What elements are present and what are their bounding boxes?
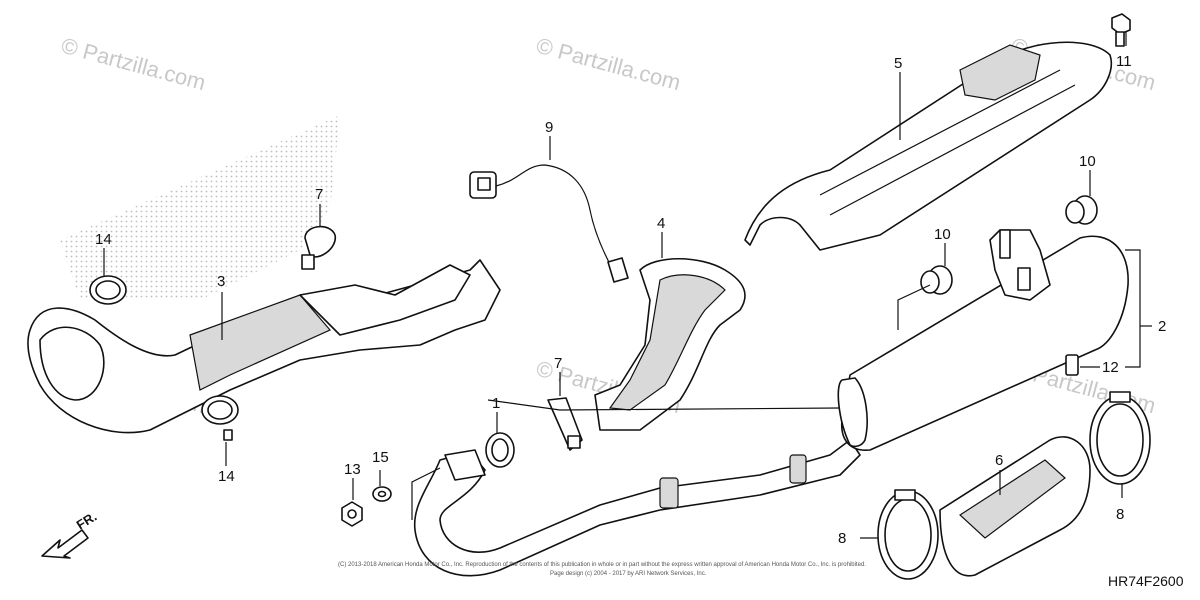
- part-13-nut[interactable]: [341, 501, 363, 527]
- copyright-line-2: Page design (c) 2004 - 2017 by ARI Netwo…: [550, 571, 707, 577]
- exhaust-pipe[interactable]: [413, 439, 861, 577]
- part-7-clamp-upper[interactable]: [301, 225, 336, 270]
- copyright-line-1: (C) 2013-2018 American Honda Motor Co., …: [338, 562, 866, 568]
- part-10-rubber-mount-upper[interactable]: [1065, 195, 1098, 225]
- callout-15: 15: [372, 449, 389, 466]
- callout-9: 9: [545, 119, 553, 136]
- front-label: FR.: [74, 509, 100, 533]
- part-6-tailpipe-cover[interactable]: [939, 436, 1091, 577]
- callout-8: 8: [838, 530, 846, 547]
- part-9-o2-sensor[interactable]: [469, 164, 629, 283]
- watermark: © Partzilla.com: [534, 33, 684, 96]
- part-1-gasket[interactable]: [485, 432, 515, 468]
- part-3-front-pipe[interactable]: [27, 259, 501, 434]
- part-5-muffler-cover[interactable]: [744, 41, 1112, 251]
- callout-14: 14: [95, 231, 112, 248]
- callout-10: 10: [934, 226, 951, 243]
- callout-6: 6: [995, 452, 1003, 469]
- part-14-clamp-lower[interactable]: [201, 395, 239, 441]
- callout-3: 3: [217, 273, 225, 290]
- callout-10: 10: [1079, 153, 1096, 170]
- callout-7: 7: [554, 355, 562, 372]
- callout-5: 5: [894, 55, 902, 72]
- part-4-heat-shield[interactable]: [594, 257, 746, 431]
- callout-7: 7: [315, 186, 323, 203]
- part-7-clamp-lower[interactable]: [547, 397, 583, 451]
- part-12-stud[interactable]: [1065, 354, 1079, 376]
- callout-1: 1: [492, 395, 500, 412]
- callout-12: 12: [1102, 359, 1119, 376]
- leader-lines: [103, 32, 1152, 539]
- part-10-rubber-mount-lower[interactable]: [920, 265, 953, 295]
- callout-8: 8: [1116, 506, 1124, 523]
- frame-dot-shading: [60, 115, 340, 300]
- callout-11: 11: [1116, 53, 1132, 70]
- front-direction-arrow: FR.: [41, 509, 100, 559]
- callout-labels: 14 3 7 14 9 4 7 1 13 15 5 11 10 10 2 12 …: [95, 53, 1166, 547]
- callout-2: 2: [1158, 318, 1166, 335]
- part-8-band-right[interactable]: [1089, 391, 1151, 485]
- part-8-band-left[interactable]: [877, 489, 939, 580]
- callout-14: 14: [218, 468, 235, 485]
- part-11-bolt[interactable]: [1111, 13, 1131, 47]
- watermark: © Partzilla.com: [59, 33, 209, 96]
- callout-4: 4: [657, 215, 665, 232]
- callout-13: 13: [344, 461, 361, 478]
- part-14-clamp-upper[interactable]: [89, 275, 127, 305]
- part-15-washer[interactable]: [372, 486, 392, 502]
- diagram-code: HR74F2600: [1108, 573, 1184, 589]
- part-2-muffler[interactable]: [837, 229, 1129, 451]
